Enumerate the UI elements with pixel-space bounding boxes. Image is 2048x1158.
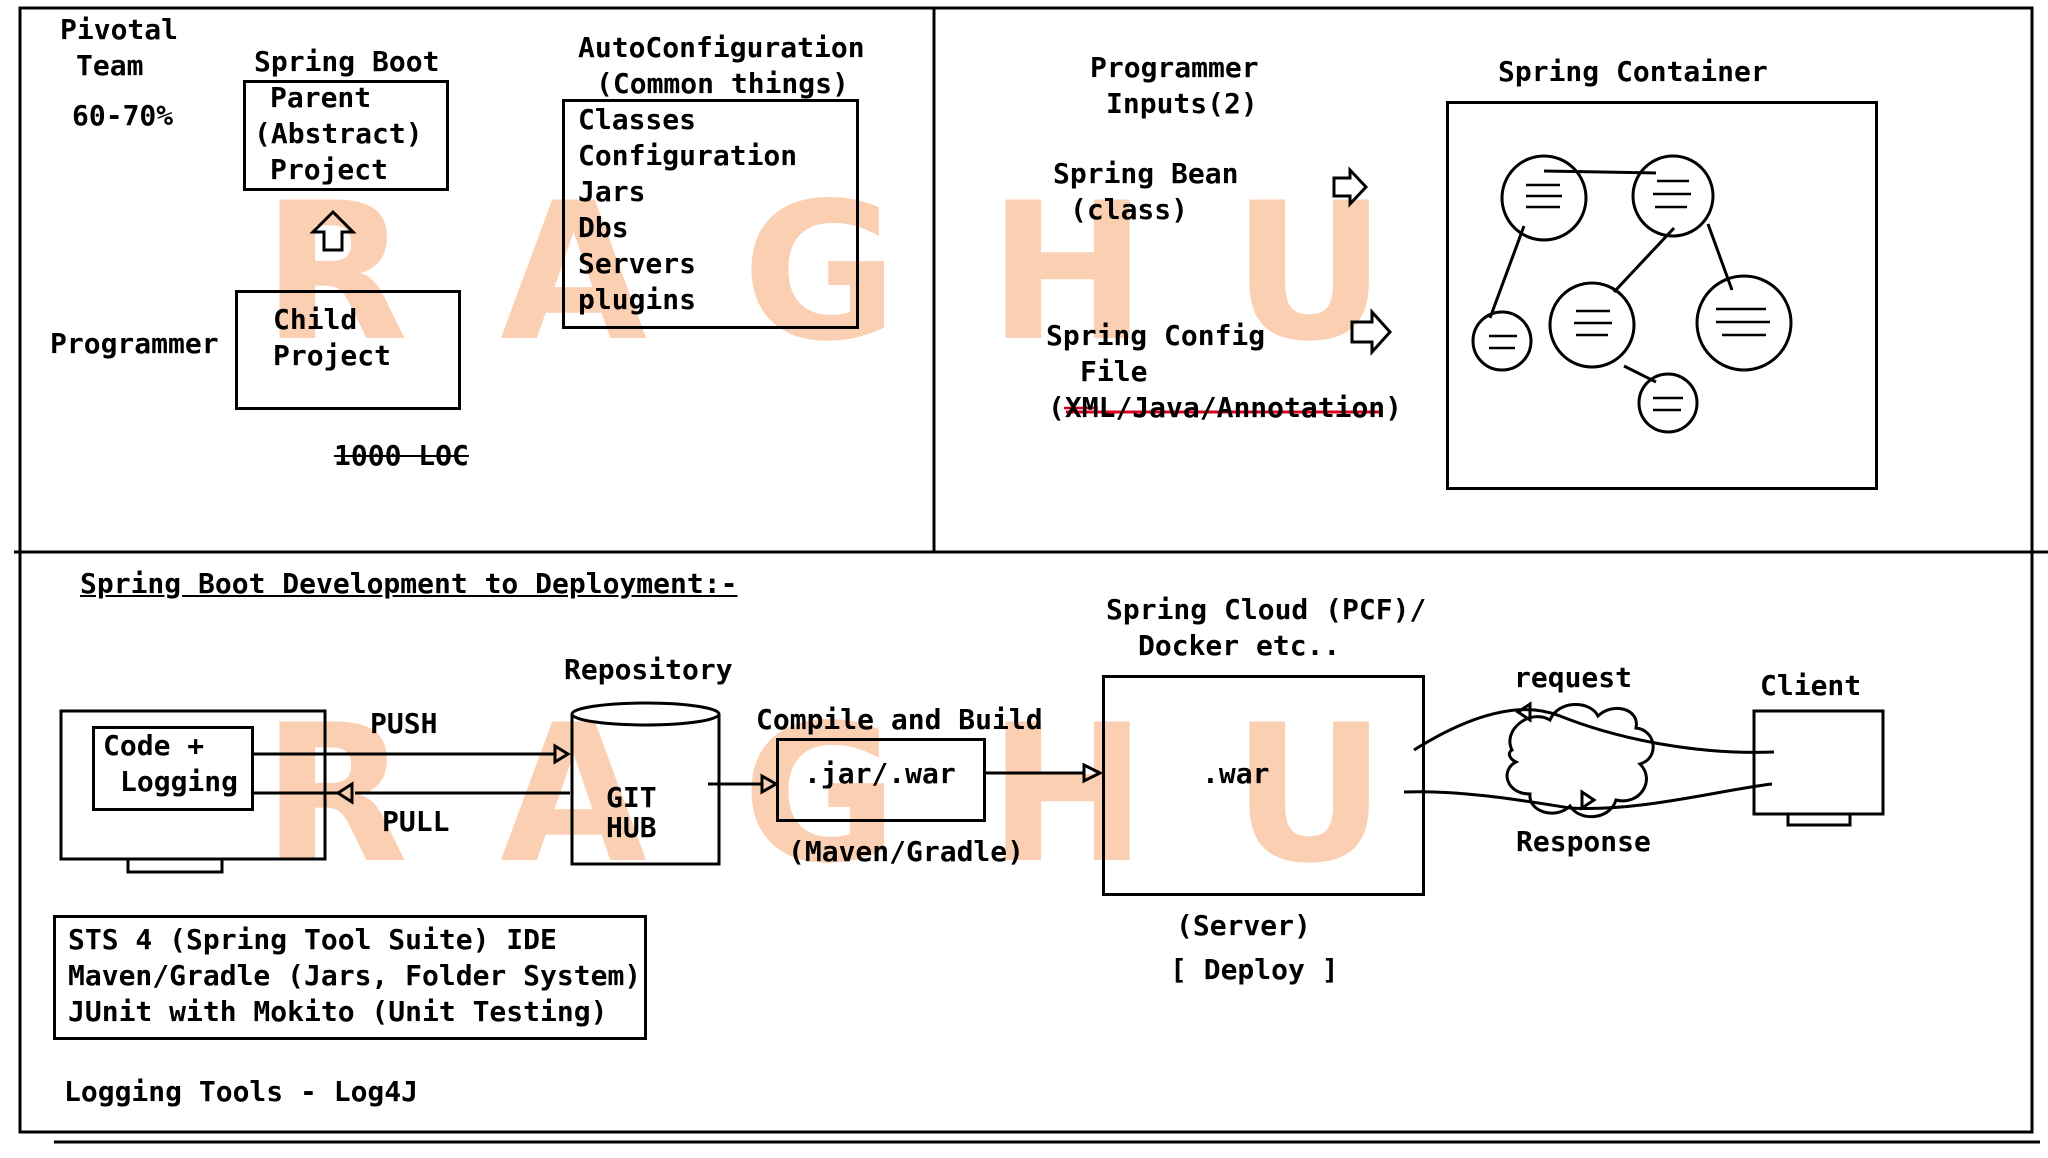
tools-line3: JUnit with Mokito (Unit Testing)	[68, 995, 608, 1028]
bean-node	[1631, 154, 1715, 238]
pivotal-team-line1: Pivotal	[60, 13, 179, 46]
child-project-line1: Child	[273, 303, 358, 336]
deploy-arrowhead	[1082, 762, 1104, 784]
parent-project-box	[243, 80, 449, 191]
spring-config-line2: File	[1080, 355, 1148, 388]
compile-build-label: Compile and Build	[756, 703, 1043, 736]
autoconfig-item: Jars	[578, 175, 646, 208]
bean-node	[1471, 310, 1533, 372]
request-label: request	[1514, 661, 1633, 694]
inherit-arrow	[309, 209, 357, 252]
code-logging-line1: Code +	[103, 729, 205, 762]
client-label: Client	[1760, 669, 1862, 702]
client-computer-stand	[1786, 812, 1852, 827]
cloud-icon	[1505, 703, 1655, 819]
autoconfig-item: Servers	[578, 247, 697, 280]
bean-node	[1500, 154, 1588, 242]
graph-edge	[1488, 225, 1526, 319]
tools-box	[53, 915, 647, 1040]
deploy-label: [ Deploy ]	[1170, 953, 1339, 986]
bean-arrow	[1332, 166, 1369, 208]
push-label: PUSH	[370, 707, 438, 740]
watermark-u-top: U	[1232, 162, 1387, 383]
request-arrowhead	[1515, 701, 1532, 723]
tools-line1: STS 4 (Spring Tool Suite) IDE	[68, 923, 557, 956]
server-label: (Server)	[1176, 909, 1311, 942]
parent-project-line2: (Abstract)	[254, 117, 423, 150]
spring-bean-line1: Spring Bean	[1053, 157, 1239, 190]
pull-arrowhead	[335, 781, 354, 805]
config-types: (XML/Java/Annotation)	[1048, 390, 1402, 426]
programmer-inputs-line1: Programmer	[1090, 51, 1259, 84]
autoconfig-item: plugins	[578, 283, 697, 316]
autoconfig-item: Classes	[578, 103, 697, 136]
tools-line2: Maven/Gradle (Jars, Folder System)	[68, 959, 642, 992]
cloud-line1: Spring Cloud (PCF)/	[1106, 593, 1427, 626]
autoconfig-title-line1: AutoConfiguration	[578, 31, 865, 64]
war-label: .war	[1202, 757, 1270, 790]
graph-edge	[1612, 226, 1676, 294]
programmer-label: Programmer	[50, 327, 219, 360]
compile-arrowhead	[760, 773, 780, 795]
config-types-rest: /Java/Annotation	[1115, 391, 1386, 424]
spring-bean-line2: (class)	[1070, 193, 1189, 226]
section-title: Spring Boot Development to Deployment:-	[80, 567, 738, 600]
code-logging-line2: Logging	[120, 765, 239, 798]
logging-tools-label: Logging Tools - Log4J	[64, 1075, 419, 1108]
github-line1: GIT	[606, 781, 657, 814]
autoconfig-title-line2: (Common things)	[596, 67, 849, 100]
bean-node	[1637, 372, 1699, 434]
programmer-inputs-line2: Inputs(2)	[1106, 87, 1258, 120]
github-line2: HUB	[606, 811, 657, 844]
response-arrowhead	[1580, 789, 1597, 811]
graph-edge	[1543, 169, 1657, 175]
github-cylinder	[570, 714, 721, 866]
child-project-line2: Project	[273, 339, 392, 372]
response-label: Response	[1516, 825, 1651, 858]
code-logging-box	[92, 726, 254, 811]
parent-project-line1: Parent	[270, 81, 372, 114]
percent-label: 60-70%	[72, 99, 174, 132]
request-curve	[1413, 708, 1775, 754]
jar-war-box	[776, 738, 986, 822]
bean-node	[1695, 274, 1793, 372]
config-types-xml: XML	[1064, 391, 1116, 424]
github-cylinder-top	[570, 701, 721, 727]
autoconfig-box	[562, 99, 859, 329]
watermark-g-top: G	[742, 162, 898, 383]
config-arrow	[1350, 308, 1393, 356]
client-computer	[1752, 709, 1885, 816]
child-project-box	[235, 290, 461, 410]
bean-node	[1548, 281, 1636, 369]
watermark-u-bottom: U	[1232, 684, 1387, 905]
autoconfig-item: Dbs	[578, 211, 629, 244]
repository-label: Repository	[564, 653, 733, 686]
spring-config-line1: Spring Config	[1046, 319, 1266, 352]
config-types-close: )	[1385, 391, 1403, 424]
jar-war-label: .jar/.war	[804, 757, 956, 790]
push-arrowhead	[553, 743, 571, 765]
loc-label: 1000 LOC	[334, 439, 469, 472]
watermark-h-top: H	[988, 162, 1148, 383]
server-box	[1102, 675, 1425, 896]
spring-container-box	[1446, 101, 1878, 490]
pivotal-team-line2: Team	[76, 49, 144, 82]
maven-gradle-label: (Maven/Gradle)	[788, 835, 1025, 868]
cloud-line2: Docker etc..	[1138, 629, 1341, 662]
watermark-r-top: R	[262, 162, 409, 383]
spring-boot-label: Spring Boot	[254, 45, 440, 78]
parent-project-line3: Project	[270, 153, 389, 186]
spring-container-title: Spring Container	[1498, 55, 1768, 88]
autoconfig-item: Configuration	[578, 139, 798, 172]
watermark-g-bottom: G	[742, 684, 898, 905]
dev-computer-stand	[126, 857, 224, 874]
watermark-h-bottom: H	[988, 684, 1148, 905]
pull-label: PULL	[382, 805, 450, 838]
config-types-open: (	[1048, 391, 1065, 424]
watermark-a-top: A	[500, 162, 648, 383]
